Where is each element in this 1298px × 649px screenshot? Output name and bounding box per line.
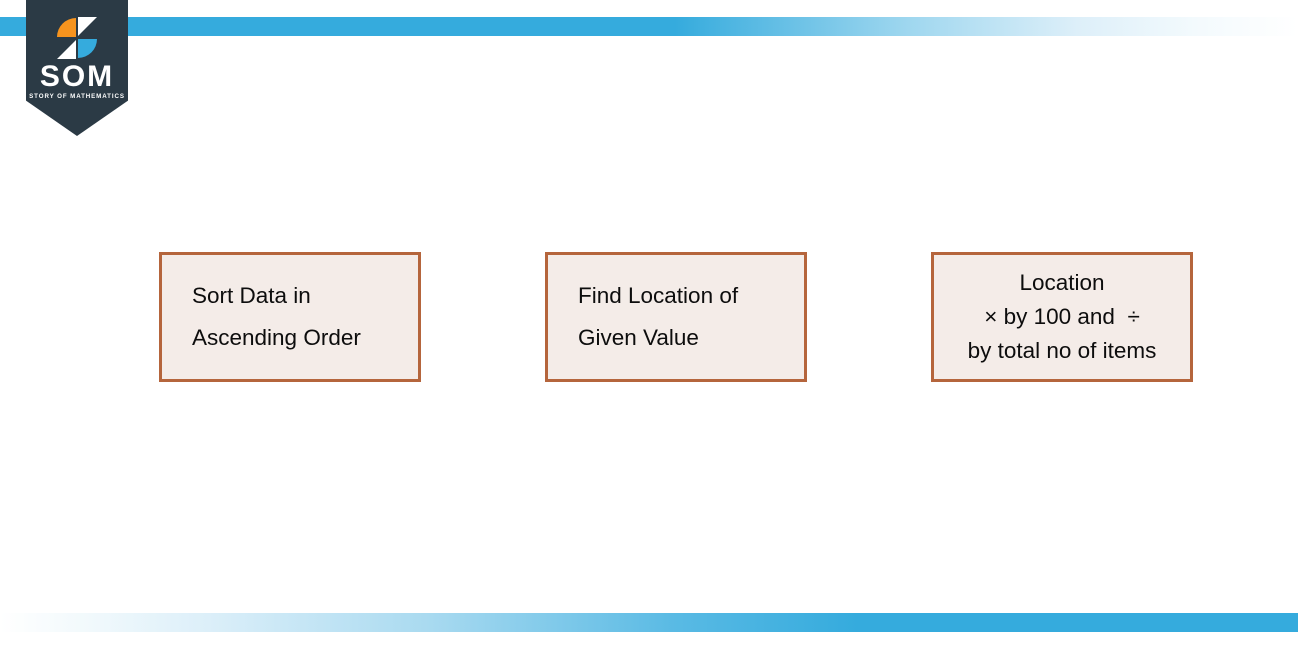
flow-box-line: Find Location of: [578, 283, 739, 308]
top-accent-bar: [0, 17, 1298, 36]
flow-box-find-location: Find Location of Given Value: [545, 252, 807, 382]
flow-box-line: Given Value: [578, 325, 699, 350]
flow-box-sort-data: Sort Data in Ascending Order: [159, 252, 421, 382]
flow-box-line: by total no of items: [967, 338, 1157, 363]
bottom-accent-bar: [0, 613, 1298, 632]
flow-box-compute-percentile: Location × by 100 and ÷ by total no of i…: [931, 252, 1193, 382]
flow-box-line: Sort Data in: [192, 283, 311, 308]
badge-tagline: STORY OF MATHEMATICS: [29, 93, 125, 100]
som-monogram-icon: [57, 17, 97, 59]
flow-box-line: Ascending Order: [192, 325, 361, 350]
flow-box-line: × by 100 and ÷: [984, 304, 1140, 329]
flow-box-line: Location: [1019, 270, 1105, 295]
badge-wordmark: SOM: [39, 60, 115, 93]
som-logo-badge: SOM STORY OF MATHEMATICS: [26, 0, 128, 136]
